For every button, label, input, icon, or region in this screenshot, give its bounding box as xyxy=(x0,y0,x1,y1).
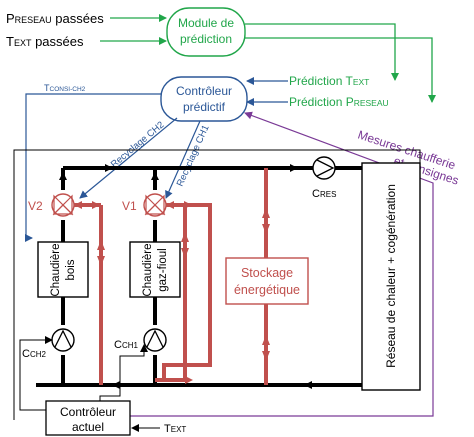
recyclage-signals: Recyclage CH2 Recyclage CH1 xyxy=(79,117,212,199)
t-consi-signal: TCONSI-CH2 xyxy=(25,83,161,242)
valve-symbol xyxy=(52,204,74,215)
pump-symbol xyxy=(146,329,164,348)
valve-symbol xyxy=(144,204,166,215)
flow-arrow xyxy=(112,381,120,389)
double-arrow xyxy=(262,208,270,234)
controller-line1: Contrôleur xyxy=(176,84,232,98)
gaz-line1: Chaudière xyxy=(142,243,154,296)
valve-v2: V2 xyxy=(28,193,75,217)
pump-symbol xyxy=(54,329,72,348)
pump-symbol xyxy=(316,159,335,177)
bois-line1: Chaudière xyxy=(50,243,62,296)
recyclage-ch2-line xyxy=(79,117,178,199)
actual-line2: actuel xyxy=(72,420,104,434)
flow-arrow xyxy=(59,172,67,180)
t-consi-label: TCONSI-CH2 xyxy=(44,83,86,93)
c-res-label: CRES xyxy=(312,188,336,200)
boiler-gaz-box xyxy=(129,241,181,298)
v1-label: V1 xyxy=(122,199,137,213)
p-reseau-prediction-line xyxy=(245,37,436,103)
heat-network: Réseau de chaleur + cogénération xyxy=(361,162,421,391)
gaz-line2: gaz-fioul xyxy=(157,248,169,291)
double-arrow xyxy=(262,335,270,361)
t-ext-input-label: TEXT passées xyxy=(6,34,84,49)
actual-controller-box xyxy=(45,400,131,436)
prediction-inputs: PRESEAU passées TEXT passées xyxy=(6,11,167,49)
module-line2: prédiction xyxy=(180,32,232,46)
boiler-bois: Chaudière bois xyxy=(37,241,89,298)
bois-line2: bois xyxy=(65,259,77,280)
double-arrow xyxy=(97,240,105,266)
pump-ch2: CCH2 xyxy=(22,328,75,360)
v2-label: V2 xyxy=(28,199,43,213)
actual-line1: Contrôleur xyxy=(60,405,116,419)
network-label: Réseau de chaleur + cogénération xyxy=(384,184,398,368)
c-ch2-label: CCH2 xyxy=(22,348,47,360)
p-reseau-prediction-label: Prédiction PRESEAU xyxy=(289,95,389,109)
pump-circle xyxy=(143,328,167,352)
module-line1: Module de xyxy=(178,16,234,30)
recycle-ch1-return xyxy=(162,203,212,380)
pump-ch1: CCH1 xyxy=(114,328,167,352)
flow-arrow xyxy=(290,164,298,172)
ch1-control-line xyxy=(99,344,148,401)
measurement-line xyxy=(99,111,434,417)
t-ext-control-label: TEXT xyxy=(164,423,186,435)
pump-circle xyxy=(312,156,336,180)
storage-line2: énergétique xyxy=(234,283,300,297)
energy-storage: Stockage énergétique xyxy=(225,257,309,305)
pipework xyxy=(13,149,421,420)
storage-line1: Stockage xyxy=(241,266,293,280)
predictive-controller: Contrôleur prédictif xyxy=(160,76,248,122)
storage-box xyxy=(225,257,309,305)
boiler-gaz-fioul: Chaudière gaz-fioul xyxy=(129,241,181,298)
flow-arrow xyxy=(304,381,312,389)
recycling-pipes xyxy=(72,168,270,385)
t-ext-prediction-line xyxy=(245,23,399,81)
p-reseau-input-label: PRESEAU passées xyxy=(6,11,104,26)
flow-arrow xyxy=(151,172,159,180)
t-ext-prediction-label: Prédiction TEXT xyxy=(289,74,369,88)
double-arrow xyxy=(74,201,100,209)
boiler-bois-box xyxy=(37,241,89,298)
valve-v1: V1 xyxy=(122,193,167,217)
ch2-control-line xyxy=(19,336,53,411)
t-consi-line xyxy=(25,93,161,242)
prediction-module: Module de prédiction xyxy=(166,7,246,57)
actual-controller: Contrôleur actuel TEXT xyxy=(19,336,186,436)
pump-res: CRES xyxy=(312,156,336,200)
predictive-controller-box xyxy=(160,76,248,122)
prediction-outputs: Prédiction TEXT Prédiction PRESEAU xyxy=(245,23,436,109)
prediction-module-box xyxy=(166,7,246,57)
flow-arrow xyxy=(185,376,193,384)
thin-loop xyxy=(13,149,421,420)
recyclage-ch1-line xyxy=(165,120,201,199)
double-arrow xyxy=(181,232,189,258)
recycle-ch1-pipe xyxy=(155,203,187,382)
flow-arrow xyxy=(105,164,113,172)
controller-line2: prédictif xyxy=(183,100,226,114)
recyclage-ch2-label: Recyclage CH2 xyxy=(109,119,167,170)
network-box xyxy=(361,162,421,391)
c-ch1-label: CCH1 xyxy=(114,339,139,351)
recyclage-ch1-label: Recyclage CH1 xyxy=(175,123,212,188)
double-arrow xyxy=(166,201,192,209)
